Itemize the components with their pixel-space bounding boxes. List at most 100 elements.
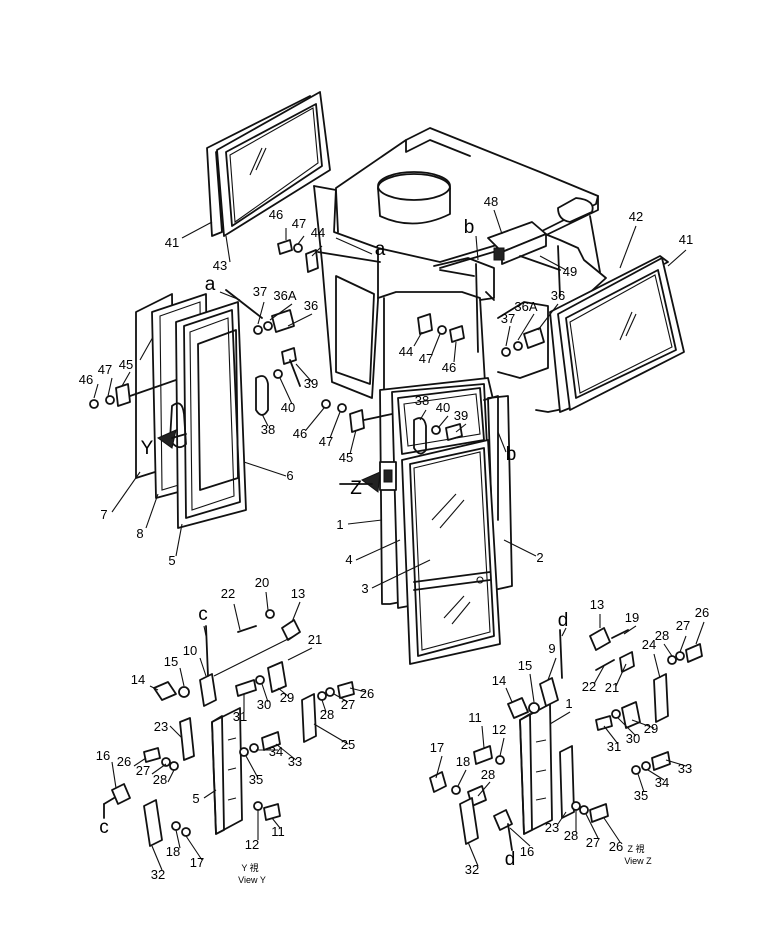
part-callout: 26 [695, 605, 709, 620]
right-door-assembly [339, 377, 513, 665]
part-callout: b [506, 444, 517, 465]
part-callout: 10 [183, 643, 197, 658]
part-callout: 18 [166, 844, 180, 859]
part-callout: 30 [626, 731, 640, 746]
part-callout: 17 [430, 740, 444, 755]
part-callout: 8 [136, 526, 143, 541]
view-labels: Y 視 View Y Z 視 View Z [238, 843, 652, 885]
part-callout: a [375, 239, 386, 260]
part-callout: c [99, 817, 109, 838]
part-callout: 5 [192, 791, 199, 806]
part-callout: 29 [644, 721, 658, 736]
part-callout: a [205, 274, 216, 295]
part-callout: 4 [345, 552, 352, 567]
part-callout: 36A [273, 288, 296, 303]
part-callout: 41 [165, 235, 179, 250]
part-callout: 39 [304, 376, 318, 391]
part-callout: 27 [676, 618, 690, 633]
part-callout: 22 [582, 679, 596, 694]
part-callout: 21 [605, 680, 619, 695]
side-window-right-top [549, 255, 685, 413]
part-callout: 40 [436, 400, 450, 415]
part-callout: 15 [518, 658, 532, 673]
part-callout: 40 [281, 400, 295, 415]
part-callout: 27 [586, 835, 600, 850]
part-callout: 9 [548, 641, 555, 656]
part-callout: 16 [96, 748, 110, 763]
part-callout: 29 [280, 690, 294, 705]
part-callout: 46 [293, 426, 307, 441]
part-callout: 11 [271, 824, 285, 839]
part-callout: 6 [286, 468, 293, 483]
part-callout: 33 [288, 754, 302, 769]
leader-lines [93, 209, 705, 871]
part-callout: 46 [269, 207, 283, 222]
part-callout: 20 [255, 575, 269, 590]
part-callout: 15 [164, 654, 178, 669]
part-callout: 41 [679, 232, 693, 247]
part-callout: 14 [131, 672, 145, 687]
part-callout: 35 [249, 772, 263, 787]
part-callout: 25 [341, 737, 355, 752]
view-label: View Y [238, 875, 266, 885]
part-callout: 36A [514, 299, 537, 314]
view-label: View Z [624, 856, 652, 866]
part-callout: 32 [465, 862, 479, 877]
part-callout: 18 [456, 754, 470, 769]
part-callout: 16 [520, 844, 534, 859]
side-window-left-top [206, 91, 331, 237]
part-callout: 21 [308, 632, 322, 647]
part-callout: Y [141, 438, 154, 459]
part-callout: 11 [468, 710, 482, 725]
part-callout: 22 [221, 586, 235, 601]
part-callout: 48 [484, 194, 498, 209]
part-callout: 35 [634, 788, 648, 803]
part-callout: 28 [481, 767, 495, 782]
part-callout: 42 [629, 209, 643, 224]
part-callout: 38 [415, 393, 429, 408]
view-label: Z 視 [628, 843, 645, 854]
part-callout: 23 [545, 820, 559, 835]
part-callout: 45 [339, 450, 353, 465]
part-callout: 47 [98, 362, 112, 377]
part-callout: 46 [79, 372, 93, 387]
part-callout: 34 [655, 775, 669, 790]
part-callout: 12 [245, 837, 259, 852]
part-callout: 30 [257, 697, 271, 712]
part-callout: 1 [565, 696, 572, 711]
part-callout: 37 [253, 284, 267, 299]
part-callout: 1 [336, 517, 343, 532]
part-callout: 23 [154, 719, 168, 734]
part-callout: 7 [100, 507, 107, 522]
part-callout: 33 [678, 761, 692, 776]
part-callout: 47 [419, 351, 433, 366]
part-callout: 36 [551, 288, 565, 303]
handle-38-right [413, 417, 463, 455]
part-callout: d [558, 610, 569, 631]
handle-38-left [255, 347, 301, 416]
part-callout: 44 [399, 344, 413, 359]
part-callout: 28 [655, 628, 669, 643]
hardware-top-right [417, 221, 561, 357]
part-callout: 27 [136, 763, 150, 778]
part-callout: 13 [291, 586, 305, 601]
part-callout: 19 [625, 610, 639, 625]
part-callout: 46 [442, 360, 456, 375]
part-callout: 12 [492, 722, 506, 737]
part-callout: 28 [564, 828, 578, 843]
part-callout: 17 [190, 855, 204, 870]
hardware-top-left [89, 239, 393, 433]
part-callout: 14 [492, 673, 506, 688]
part-callout: 24 [642, 637, 656, 652]
part-callout: d [505, 849, 516, 870]
part-callout: 37 [501, 311, 515, 326]
part-callout: 32 [151, 867, 165, 882]
part-callout: 31 [607, 739, 621, 754]
part-callout: 38 [261, 422, 275, 437]
part-callout: 31 [233, 709, 247, 724]
view-y-hardware [103, 609, 355, 847]
part-callout: 36 [304, 298, 318, 313]
view-z-hardware [429, 627, 703, 851]
view-label: Y 視 [241, 862, 258, 873]
